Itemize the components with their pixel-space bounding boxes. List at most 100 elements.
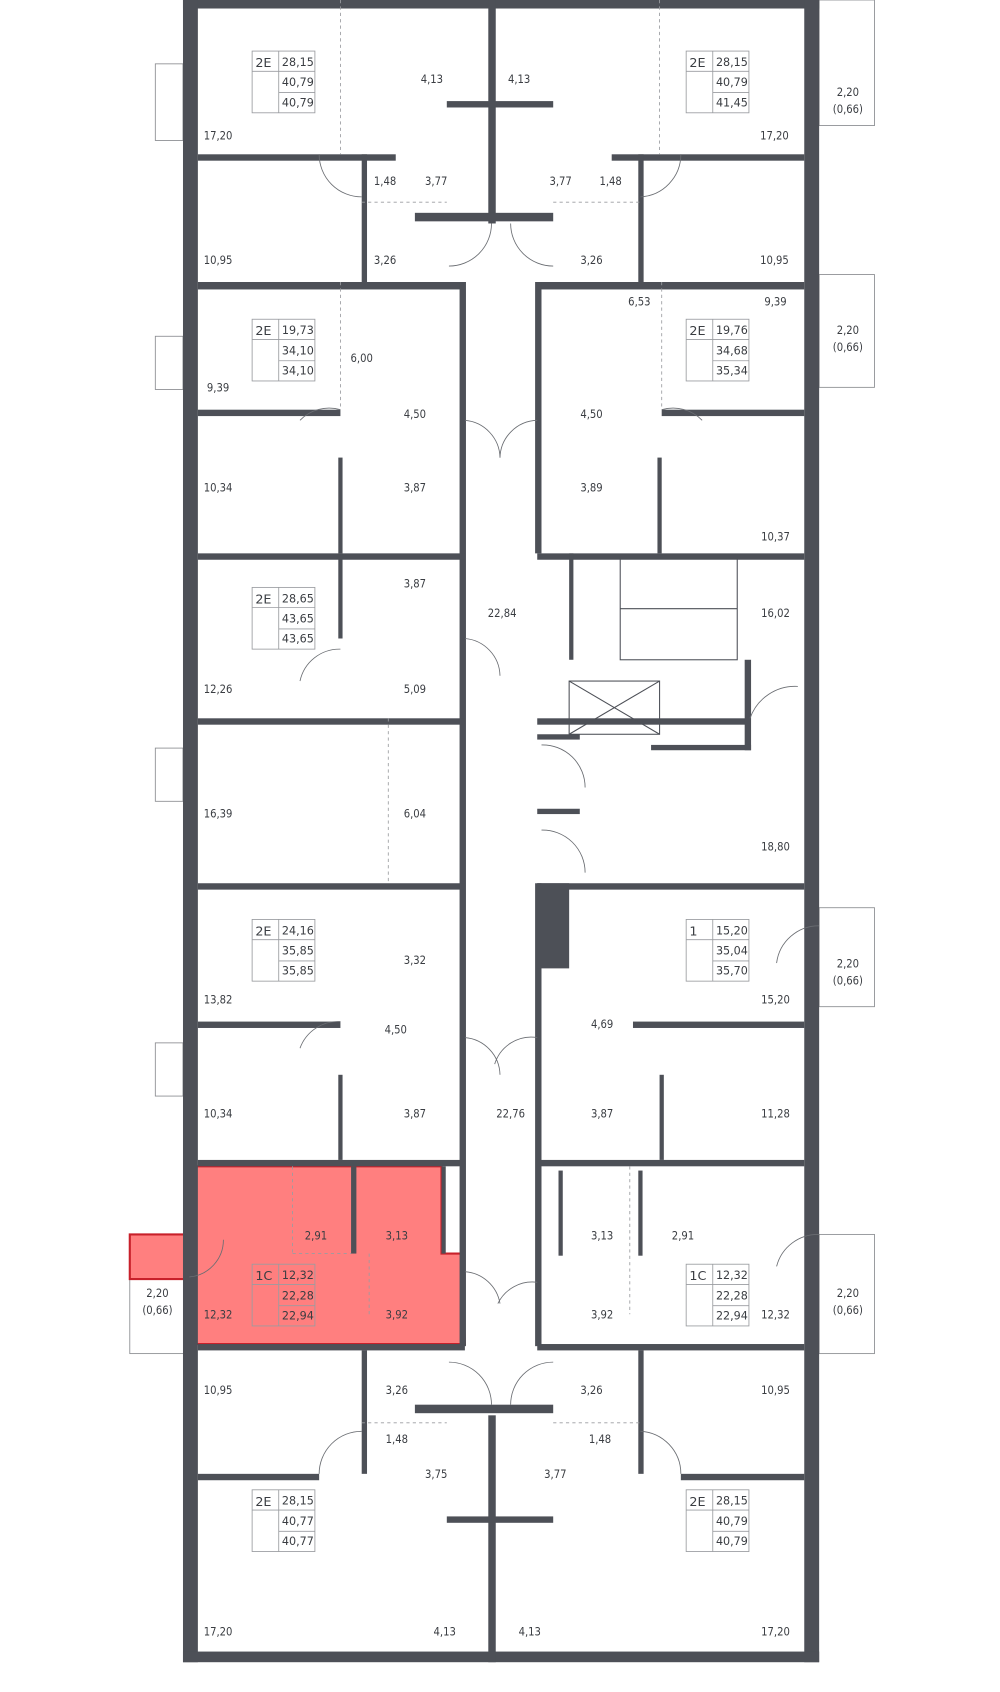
wall xyxy=(537,808,580,815)
living-area: 28,65 xyxy=(282,592,314,605)
balcony-area: 2,20 xyxy=(837,324,859,337)
wall xyxy=(197,883,465,890)
total-area: 40,77 xyxy=(282,1515,314,1528)
wall xyxy=(414,1404,554,1414)
wall xyxy=(197,154,396,161)
total-area-with-balcony: 35,85 xyxy=(282,965,314,978)
wall xyxy=(197,1159,465,1167)
wall xyxy=(182,0,198,1663)
room-area-label: 9,39 xyxy=(764,295,786,308)
room-area-label: 3,77 xyxy=(549,175,571,188)
room-area-label: 1,48 xyxy=(386,1433,408,1446)
wall xyxy=(537,553,805,560)
room-area-label: 4,13 xyxy=(421,73,443,86)
room-area-label: 6,04 xyxy=(404,807,426,820)
wall xyxy=(361,1350,368,1474)
room-area-label: 3,87 xyxy=(591,1107,613,1120)
wall xyxy=(537,883,570,969)
wall xyxy=(182,1651,820,1663)
room-area-label: 3,92 xyxy=(591,1308,613,1321)
apartment-type: 2E xyxy=(689,1495,705,1510)
apartment-badge[interactable]: 1C 12,32 22,28 22,94 xyxy=(251,1263,316,1327)
room-area-label: 6,00 xyxy=(351,352,373,365)
wall xyxy=(651,744,752,751)
living-area: 28,15 xyxy=(716,56,748,69)
total-area: 40,79 xyxy=(282,76,314,89)
balcony-reduced-area: (0,66) xyxy=(833,103,863,116)
room-area-label: 3,26 xyxy=(374,254,396,267)
total-area-with-balcony: 22,94 xyxy=(716,1310,748,1323)
wall xyxy=(744,659,752,751)
room-area-label: 12,32 xyxy=(761,1308,790,1321)
wall xyxy=(537,1159,805,1167)
wall xyxy=(459,282,466,1347)
apartment-type: 1 xyxy=(689,924,697,939)
wall xyxy=(197,1021,341,1028)
living-area: 12,32 xyxy=(282,1269,314,1282)
apartment-type: 2E xyxy=(255,324,271,339)
room-area-label: 12,32 xyxy=(204,1308,233,1321)
balcony-area: 2,20 xyxy=(146,1287,168,1300)
balcony-outlines xyxy=(129,0,875,1355)
wall xyxy=(197,553,465,560)
room-area-label: 10,95 xyxy=(761,1384,790,1397)
apartment-type: 1C xyxy=(255,1269,272,1284)
room-area-label: 1,48 xyxy=(589,1433,611,1446)
wall xyxy=(638,1170,643,1256)
total-area-with-balcony: 22,94 xyxy=(282,1310,314,1323)
total-area: 34,10 xyxy=(282,344,314,357)
total-area-with-balcony: 35,34 xyxy=(716,365,748,378)
balcony-reduced-area: (0,66) xyxy=(833,341,863,354)
total-area-with-balcony: 40,79 xyxy=(716,1535,748,1548)
wall xyxy=(338,1074,343,1160)
room-area-label: 1,48 xyxy=(599,175,621,188)
room-area-label: 4,13 xyxy=(508,73,530,86)
room-area-label: 4,50 xyxy=(385,1023,407,1036)
living-area: 12,32 xyxy=(716,1269,748,1282)
room-area-label: 4,13 xyxy=(434,1626,456,1639)
room-area-label: 10,95 xyxy=(760,254,789,267)
room-area-label: 17,20 xyxy=(760,129,789,142)
balcony-area: 2,20 xyxy=(837,86,859,99)
living-area: 28,15 xyxy=(282,56,314,69)
room-area-label: 3,77 xyxy=(425,175,447,188)
wall xyxy=(611,154,805,161)
wall xyxy=(361,154,368,282)
room-area-label: 10,37 xyxy=(761,531,790,544)
wall xyxy=(197,1344,465,1351)
room-area-label: 12,26 xyxy=(204,683,233,696)
total-area: 43,65 xyxy=(282,613,314,626)
total-area-with-balcony: 41,45 xyxy=(716,96,748,109)
balcony-reduced-area: (0,66) xyxy=(833,974,863,987)
living-area: 19,76 xyxy=(716,324,748,337)
room-area-label: 22,84 xyxy=(488,607,517,620)
total-area: 22,28 xyxy=(282,1289,314,1302)
balcony-area: 2,20 xyxy=(837,957,859,970)
wall xyxy=(638,154,644,282)
apartment-type: 2E xyxy=(255,924,271,939)
room-area-label: 4,13 xyxy=(519,1626,541,1639)
room-area-label: 6,53 xyxy=(628,295,650,308)
room-area-label: 1,48 xyxy=(374,175,396,188)
room-area-label: 3,32 xyxy=(404,954,426,967)
room-area-label: 10,34 xyxy=(204,482,233,495)
wall xyxy=(535,883,542,1347)
total-area-with-balcony: 40,77 xyxy=(282,1535,314,1548)
room-area-label: 3,13 xyxy=(591,1230,613,1243)
wall xyxy=(537,282,805,290)
living-area: 28,15 xyxy=(282,1495,314,1508)
wall xyxy=(661,409,805,417)
wall xyxy=(338,553,343,639)
wall xyxy=(197,1473,320,1481)
